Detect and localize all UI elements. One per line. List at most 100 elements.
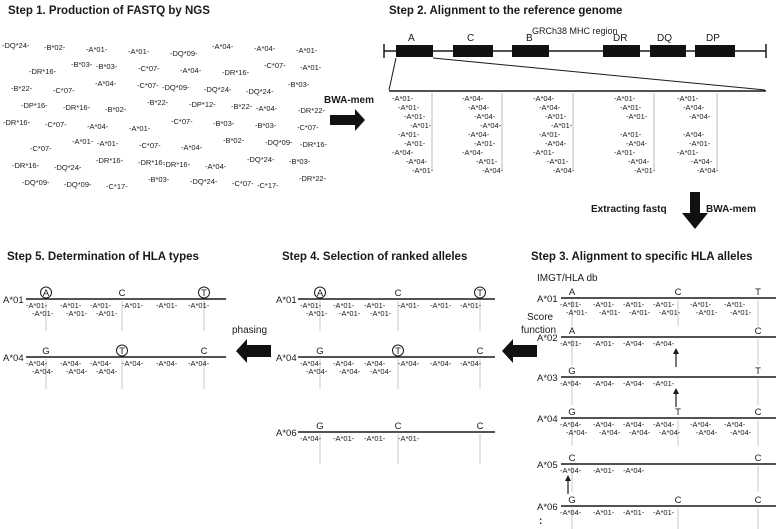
fastq-read: -B*22- [147,98,169,107]
allele-read: -A*01- [333,301,355,310]
allele-read: -A*01- [653,300,675,309]
allele-read: -A*04- [398,359,420,368]
aligned-read: -A*01- [404,139,426,148]
gene-block-dq [650,45,686,57]
aligned-read: -A*04- [462,148,484,157]
allele-read: -A*04- [730,428,752,437]
allele-read: -A*01- [364,434,386,443]
fastq-read: -DQ*24- [2,41,30,50]
fastq-read: -DQ*24- [54,163,82,172]
allele-read: -A*04- [32,367,54,376]
allele-read: -A*01- [364,301,386,310]
arrow-bwa-mem [330,109,365,131]
allele-read: -A*04- [690,420,712,429]
fastq-read: -C*07- [137,81,159,90]
marker-base: G [316,421,323,432]
fastq-read: -DQ*09- [22,178,50,187]
allele-read: -A*01- [623,508,645,517]
fastq-read: -C*07- [232,179,254,188]
gene-label-dp: DP [706,33,720,44]
allele-read: -A*04- [566,428,588,437]
score-label-2: function [521,325,556,336]
allele-read: -A*04- [122,359,144,368]
step5-title: Step 5. Determination of HLA types [7,251,199,263]
marker-base: C [477,421,484,432]
circled-marker [314,286,326,299]
fastq-read: -DQ*24- [204,85,232,94]
aligned-read: -A*01- [614,148,636,157]
allele-read: -A*04- [653,339,675,348]
allele-read: -A*01- [96,309,118,318]
marker-base: A [569,326,576,337]
fastq-read: -A*04- [205,162,227,171]
gene-label-c: C [467,33,474,44]
circled-marker [474,286,486,299]
allele-read: -A*04- [593,420,615,429]
marker-base: C [395,288,402,299]
mismatch-pointer-head [673,388,679,394]
marker-base: C [755,453,762,464]
fastq-read: -B*03- [213,119,235,128]
mismatch-pointer-head [565,475,571,481]
arrow-phasing [236,339,271,363]
fastq-read: -DR*16- [138,158,166,167]
allele-read: -A*04- [460,359,482,368]
fastq-read: -DQ*24- [190,177,218,186]
fastq-read: -A*04- [256,104,278,113]
aligned-read: -A*04- [697,166,719,175]
fastq-read: -A*04- [95,79,117,88]
allele-read: -A*04- [623,379,645,388]
allele-read: -A*04- [306,367,328,376]
aligned-read: -A*04- [683,130,705,139]
allele-read: -A*04- [188,359,210,368]
marker-base: C [675,495,682,506]
aligned-read: -A*01- [539,130,561,139]
allele-name: A*01 [276,295,297,306]
allele-read: -A*04- [339,367,361,376]
aligned-read: -A*01- [677,148,699,157]
aligned-read: -A*01- [476,157,498,166]
fastq-read: -DQ*09- [170,49,198,58]
bwa-mem-label-2: BWA-mem [706,204,756,215]
gene-label-a: A [408,33,415,44]
marker-base: C [755,326,762,337]
marker-base: G [42,346,49,357]
allele-read: -A*01- [593,300,615,309]
aligned-read: -A*04- [392,148,414,157]
gene-label-dr: DR [613,33,627,44]
aligned-read: -A*04- [482,166,504,175]
step2-title: Step 2. Alignment to the reference genom… [389,5,622,17]
allele-read: -A*04- [156,359,178,368]
allele-read: -A*04- [696,428,718,437]
aligned-read: -A*01- [392,94,414,103]
fastq-read: -DQ*09- [162,83,190,92]
allele-read: -A*04- [623,420,645,429]
aligned-read: -A*01- [398,130,420,139]
gene-block-dr [603,45,640,57]
allele-read: -A*01- [122,301,144,310]
circled-marker [392,344,404,357]
allele-read: -A*01- [398,301,420,310]
allele-read: -A*01- [370,309,392,318]
marker-base: C [755,495,762,506]
allele-name: A*03 [537,373,558,384]
score-label-1: Score [527,312,554,323]
allele-name: A*04 [276,353,297,364]
allele-read: -A*01- [690,300,712,309]
fastq-read: -DR*16- [12,161,40,170]
phasing-label: phasing [232,325,267,336]
marker-base: T [755,366,761,377]
fastq-read: -DR*16- [222,68,250,77]
aligned-read: -A*04- [628,157,650,166]
allele-read: -A*01- [300,301,322,310]
allele-read: -A*04- [60,359,82,368]
allele-read: -A*01- [593,466,615,475]
gene-block-dp [695,45,735,57]
allele-read: -A*01- [653,379,675,388]
aligned-read: -A*04- [683,103,705,112]
gene-block-c [453,45,493,57]
allele-read: -A*04- [724,420,746,429]
fastq-read: -DR*16- [29,67,57,76]
allele-read: -A*04- [593,379,615,388]
allele-read: -A*01- [156,301,178,310]
